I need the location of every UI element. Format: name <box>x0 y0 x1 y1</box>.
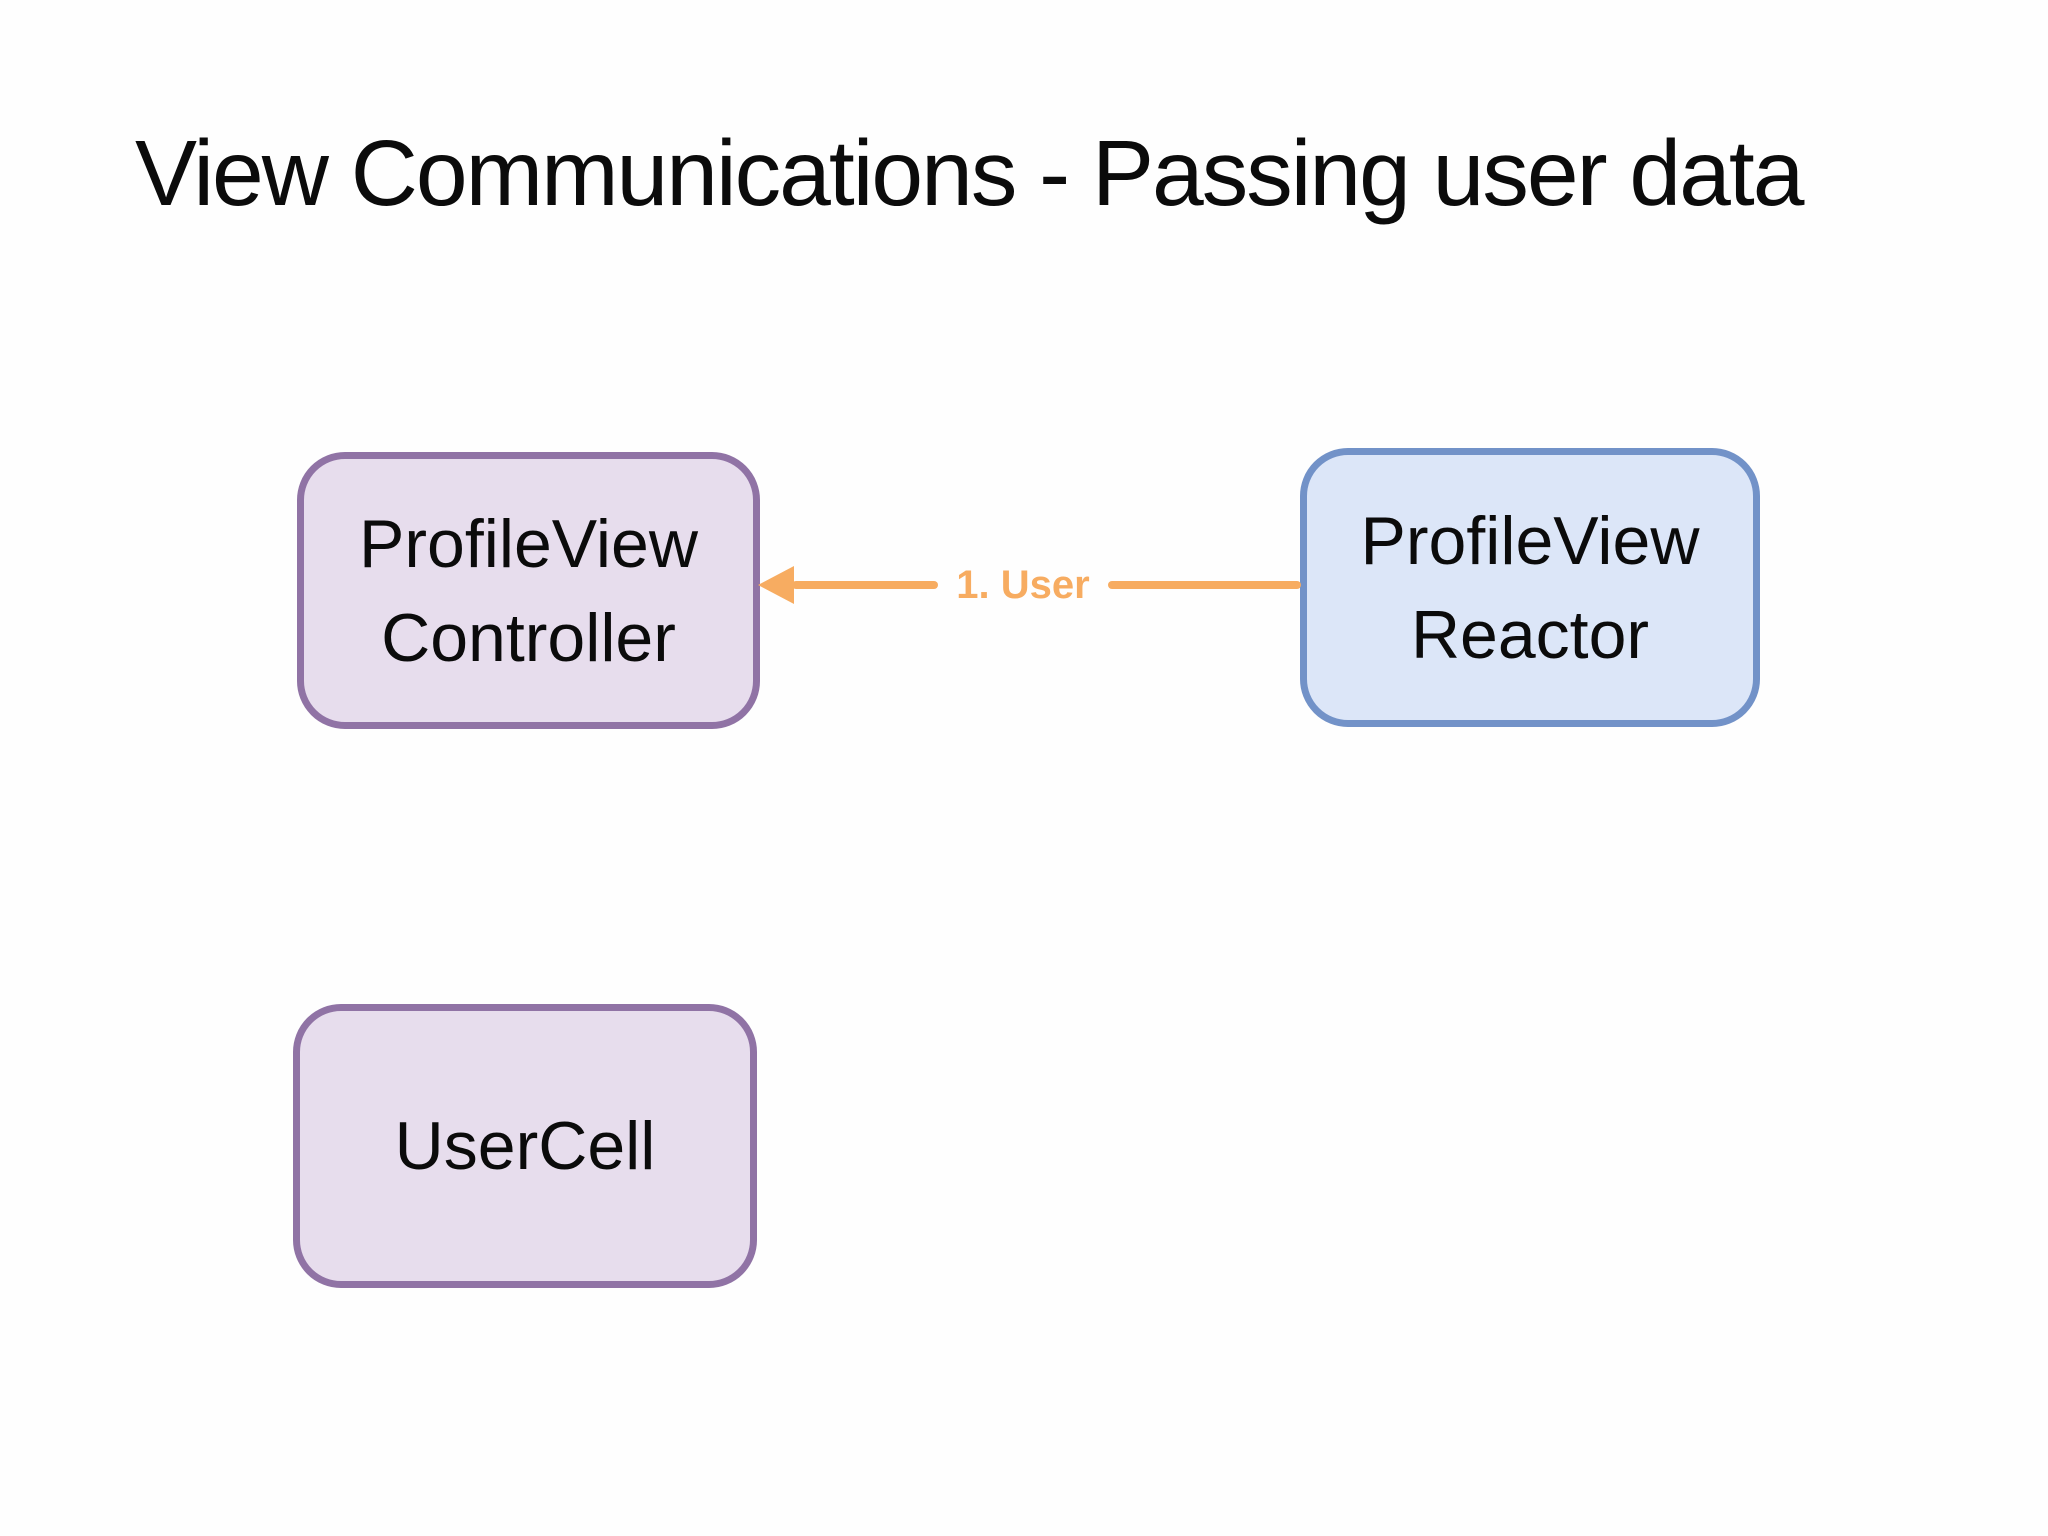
node-profile-view-controller: ProfileView Controller <box>297 452 760 729</box>
arrow-line-segment <box>792 581 938 589</box>
node-user-cell: UserCell <box>293 1004 757 1288</box>
arrow-line-segment <box>1108 581 1301 589</box>
node-profile-view-reactor: ProfileView Reactor <box>1300 448 1760 727</box>
node-label-line: Reactor <box>1410 596 1650 673</box>
arrow-head-left-icon <box>758 566 794 604</box>
node-label-line: Controller <box>381 599 676 676</box>
page-title: View Communications - Passing user data <box>135 121 1804 225</box>
node-label-line: ProfileView <box>1360 502 1700 579</box>
node-label-line: UserCell <box>394 1108 656 1184</box>
node-label-line: ProfileView <box>359 505 698 582</box>
arrow-label: 1. User <box>956 563 1090 607</box>
